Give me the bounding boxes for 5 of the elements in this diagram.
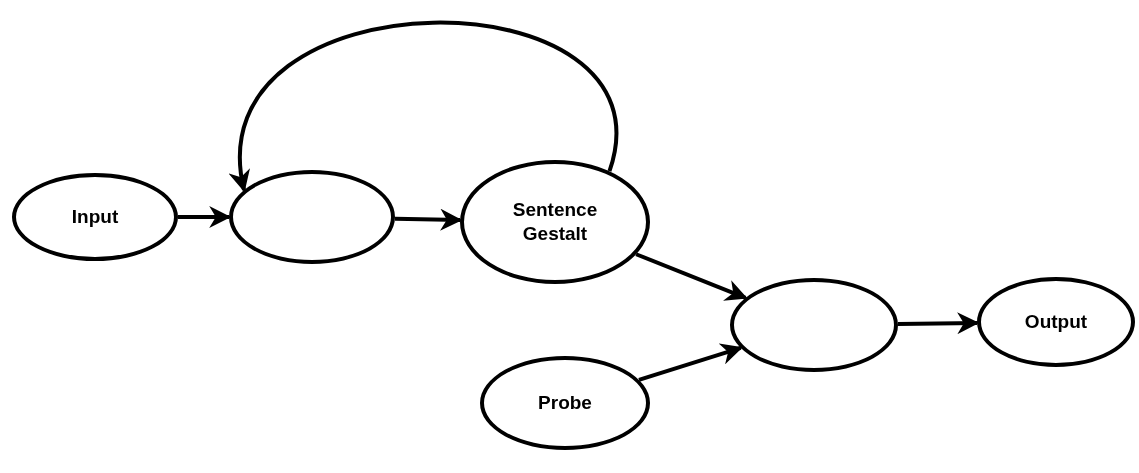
node-label: Input [70,205,120,229]
arrow [231,20,618,193]
node-label: Output [1023,310,1089,334]
node-label: Sentence Gestalt [511,198,599,246]
node-label: Probe [537,391,593,415]
